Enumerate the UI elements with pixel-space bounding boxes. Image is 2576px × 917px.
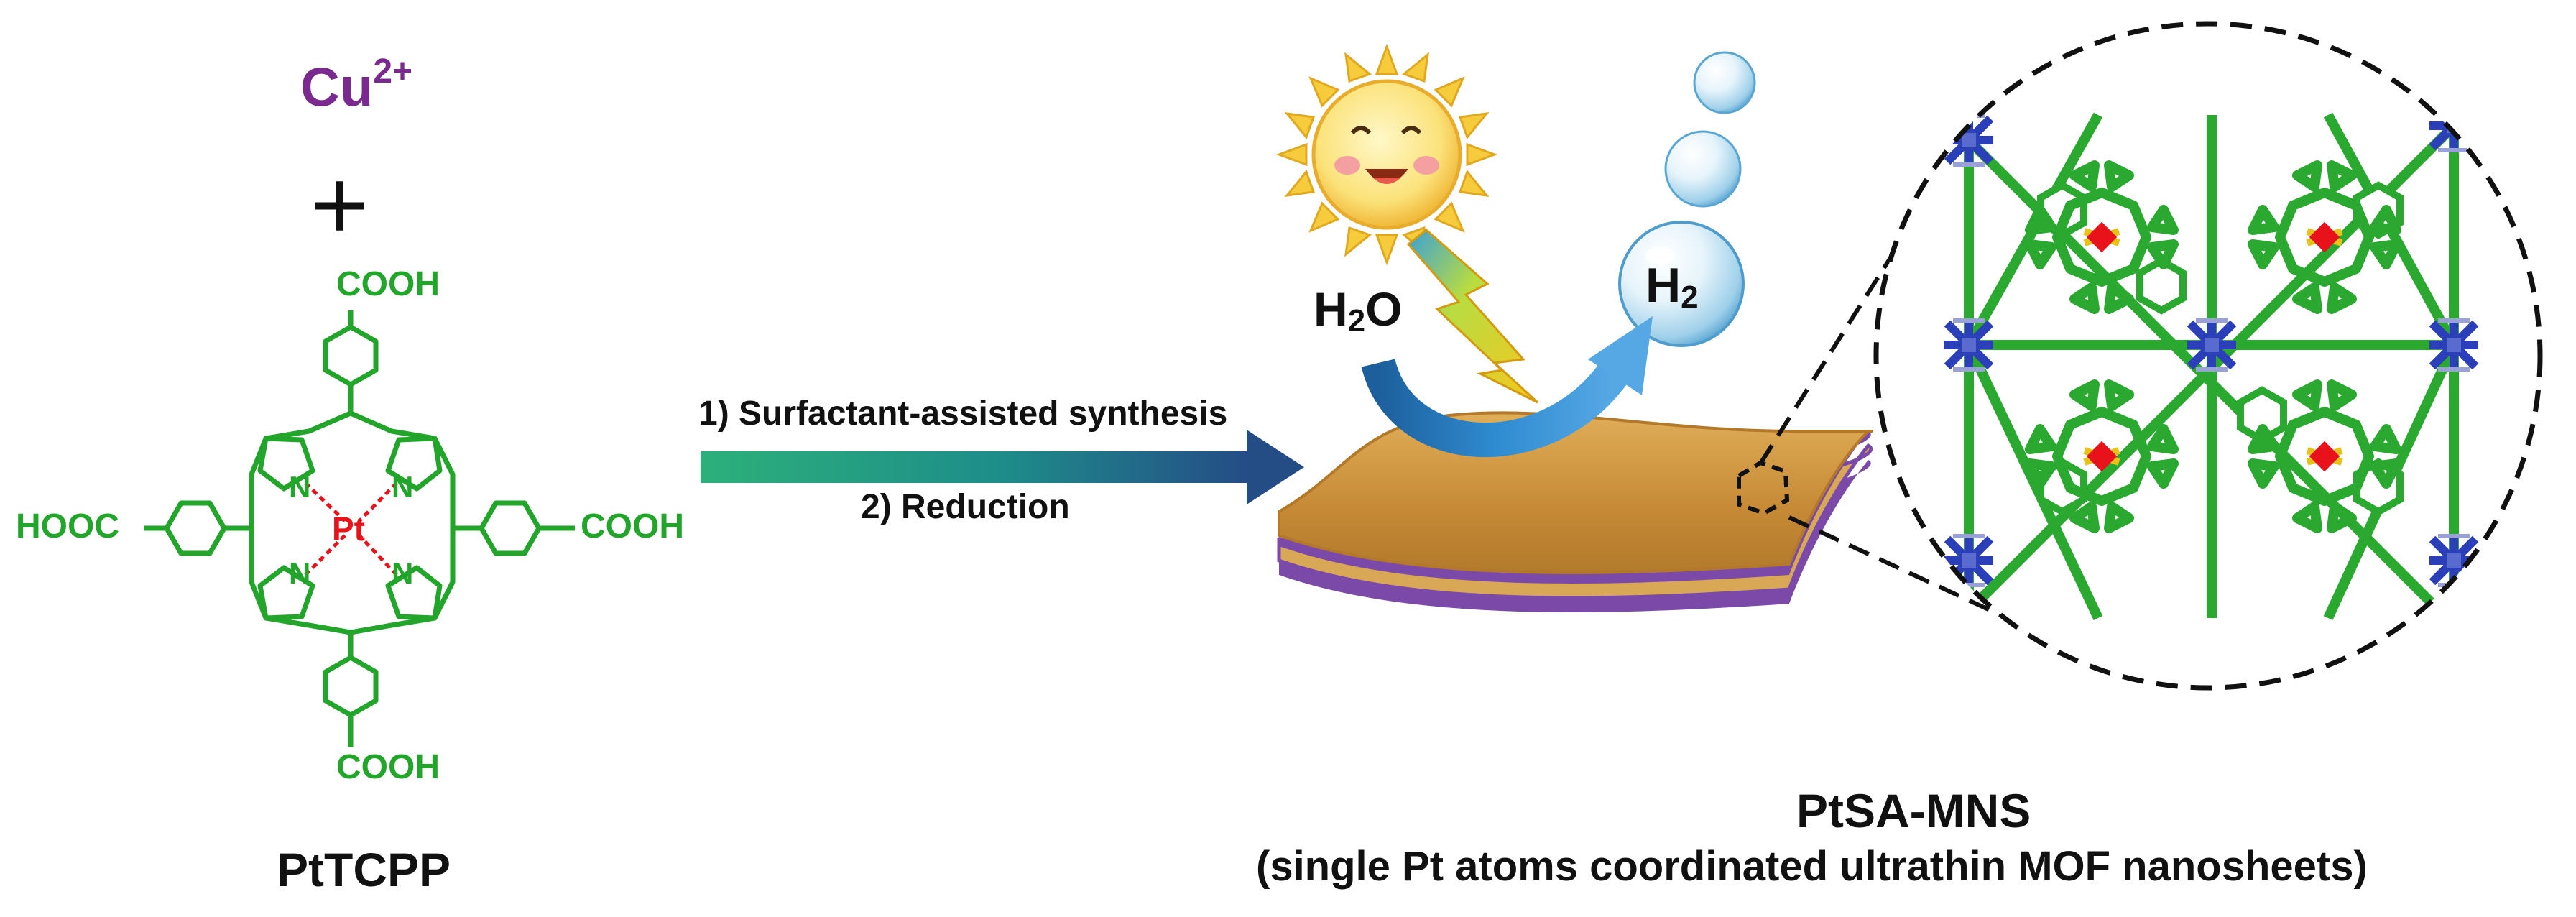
hydrogen-bubbles bbox=[1618, 51, 1756, 347]
synthesis-step-1: 1) Surfactant-assisted synthesis bbox=[698, 395, 1228, 433]
plus-sign: + bbox=[310, 148, 369, 261]
mof-lattice-zoom bbox=[1873, 21, 2543, 691]
hydrogen-label: H2 bbox=[1645, 258, 1699, 315]
lightning-bolt-icon bbox=[1406, 229, 1539, 404]
nitrogen-label: N bbox=[392, 470, 413, 504]
platinum-center-label: Pt bbox=[332, 510, 365, 548]
pttcpp-molecule bbox=[144, 310, 575, 747]
phenyl-ring-top bbox=[323, 324, 379, 387]
nitrogen-label: N bbox=[289, 470, 310, 504]
carboxyl-label-top: COOH bbox=[336, 265, 440, 303]
carboxyl-label-left: HOOC bbox=[16, 507, 119, 545]
synthesis-step-2: 2) Reduction bbox=[861, 488, 1070, 526]
photocatalysis-arrow bbox=[1361, 358, 1628, 458]
linker-name-label: PtTCPP bbox=[277, 843, 451, 896]
nitrogen-label: N bbox=[392, 556, 413, 590]
product-description: (single Pt atoms coordinated ultrathin M… bbox=[1256, 843, 2368, 890]
copper-ion-charge: 2+ bbox=[373, 52, 413, 91]
carboxyl-label-bottom: COOH bbox=[336, 748, 440, 786]
phenyl-ring-left bbox=[164, 500, 227, 556]
carboxyl-label-right: COOH bbox=[581, 507, 684, 545]
water-label: H2O bbox=[1314, 282, 1403, 338]
phenyl-ring-right bbox=[479, 500, 542, 556]
synthesis-arrow bbox=[701, 430, 1304, 504]
nanosheet-stack bbox=[1277, 411, 1874, 612]
product-name-label: PtSA-MNS bbox=[1796, 784, 2031, 837]
phenyl-ring-bottom bbox=[323, 655, 379, 718]
copper-ion-label: Cu2+ bbox=[300, 52, 413, 119]
sun-icon bbox=[1275, 43, 1498, 266]
nitrogen-label: N bbox=[289, 556, 310, 590]
